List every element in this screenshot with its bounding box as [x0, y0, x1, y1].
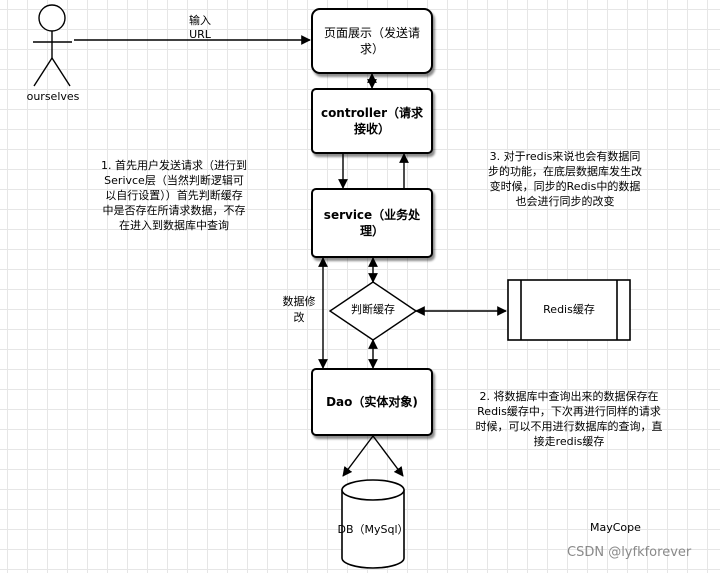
edge-modify-label: 数据修 改 — [282, 295, 316, 324]
csdn-watermark: CSDN @lyfkforever — [567, 545, 692, 560]
edge-dao-db-right — [372, 435, 404, 477]
service-label: service（业务处理） — [323, 208, 421, 238]
edge-input-label: 输入 URL — [189, 14, 211, 41]
note-3: 3. 对于redis来说也会有数据同 步的功能，在底层数据库发生改 变时候，同步… — [488, 150, 642, 208]
controller-node: controller（请求接收） — [311, 88, 433, 154]
cache-check-diamond — [328, 281, 418, 341]
service-node: service（业务处理） — [311, 188, 433, 258]
dao-label: Dao（实体对象) — [326, 395, 418, 409]
controller-label: controller（请求接收） — [320, 106, 424, 136]
cache-check-label: 判断缓存 — [351, 303, 395, 316]
page-display-label: 页面展示（发送请求） — [323, 26, 420, 56]
redis-process-shape — [507, 279, 631, 341]
user-actor-figure — [33, 4, 72, 87]
actor-label: ourselves — [26, 90, 80, 103]
page-display-node: 页面展示（发送请求） — [311, 8, 433, 74]
edge-dao-db-left — [342, 435, 374, 477]
db-label: DB（MySql） — [337, 523, 409, 536]
redis-label: Redis缓存 — [543, 303, 595, 316]
note-1: 1. 首先用户发送请求（进行到 Serivce层（当然判断逻辑可 以自行设置））… — [101, 159, 247, 232]
note-2: 2. 将数据库中查询出来的数据保存在 Redis缓存中，下次再进行同样的请求 时… — [475, 390, 663, 448]
author-label: MayCope — [590, 521, 641, 534]
dao-node: Dao（实体对象) — [311, 368, 433, 436]
db-cylinder-shape — [341, 479, 405, 569]
